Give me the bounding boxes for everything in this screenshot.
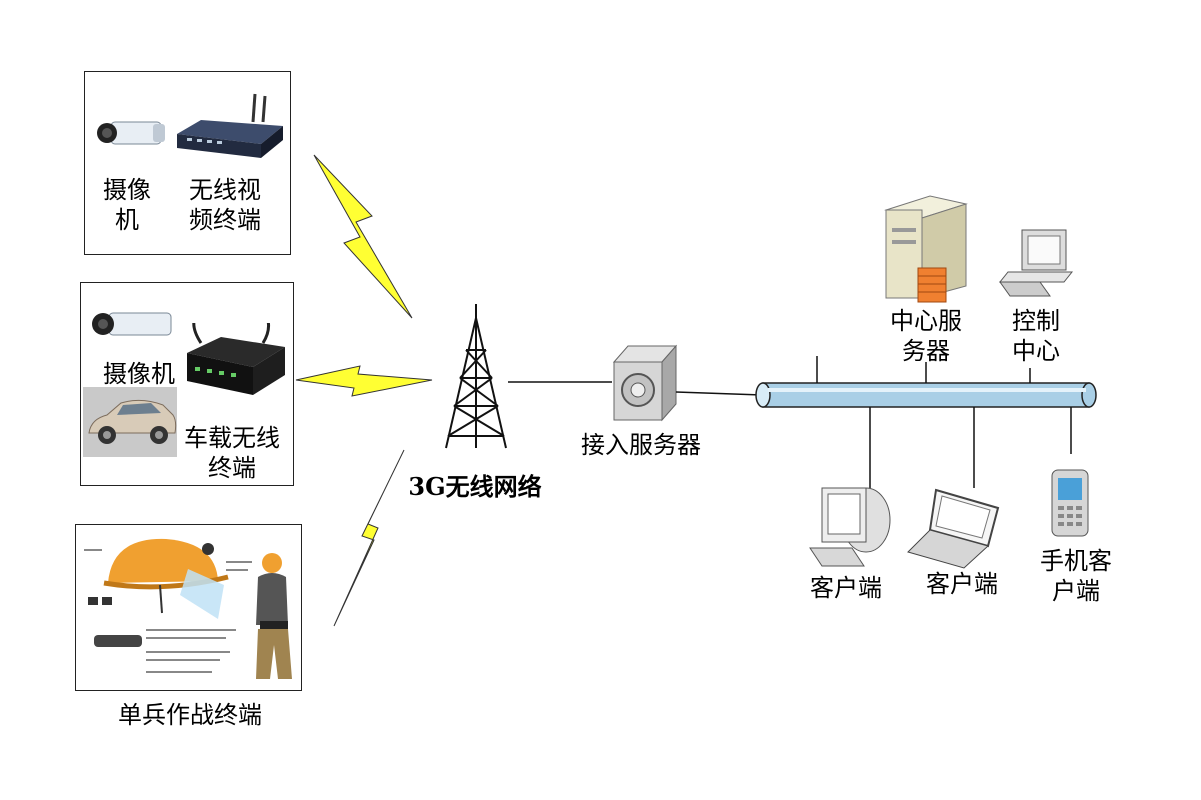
camera-label: 摄像机 — [103, 360, 175, 388]
control-center-label: 控制 中心 — [1012, 307, 1060, 365]
wireless-video-terminal-panel: 摄像 机 无线视 频终端 — [84, 71, 291, 255]
laptop-client-icon — [907, 488, 1000, 569]
wireless-link-lightning-1 — [313, 154, 413, 319]
soldier-terminal-panel — [75, 524, 302, 691]
desktop-client-icon — [809, 487, 891, 567]
soldier-terminal-caption: 单兵作战终端 — [118, 701, 262, 729]
vehicle-terminal-label: 车载无线 终端 — [184, 424, 280, 482]
car-icon — [83, 387, 177, 457]
mobile-client-label: 手机客 户端 — [1040, 547, 1112, 605]
control-center-computer-icon — [998, 229, 1074, 297]
network-backbone — [755, 382, 1097, 408]
mobile-client-icon — [1051, 469, 1089, 537]
wireless-link-lightning-2 — [295, 365, 433, 397]
desktop-client-label: 客户端 — [810, 574, 882, 602]
wireless-video-terminal-label: 无线视 频终端 — [189, 176, 261, 234]
access-server-icon — [612, 344, 678, 422]
3g-network-label: 3G无线网络 — [408, 472, 542, 501]
wireless-link-lightning-3 — [333, 449, 405, 627]
soldier-equipment-illustration — [84, 538, 292, 679]
3g-tower-icon — [445, 304, 507, 449]
wireless-video-terminal-icon — [177, 93, 283, 158]
central-server-icon — [884, 195, 968, 303]
camera-icon — [97, 121, 165, 145]
central-server-label: 中心服 务器 — [890, 307, 962, 365]
camera-label: 摄像 机 — [103, 176, 151, 234]
laptop-client-label: 客户端 — [926, 570, 998, 598]
access-server-label: 接入服务器 — [581, 431, 701, 459]
camera-icon — [92, 312, 172, 336]
vehicle-terminal-panel: 摄像机 车载无线 终端 — [80, 282, 294, 486]
vehicle-terminal-icon — [187, 323, 285, 395]
